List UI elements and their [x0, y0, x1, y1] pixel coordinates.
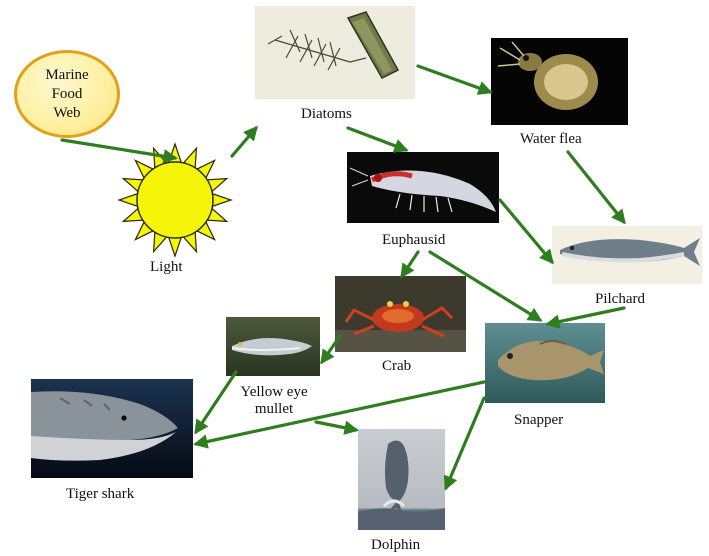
- arrow-euphausid-to-pilchard: [500, 200, 552, 262]
- water-flea-image: [491, 38, 628, 125]
- arrow-diatoms-to-water-flea: [418, 66, 490, 92]
- label-light: Light: [150, 259, 183, 276]
- label-tiger-shark: Tiger shark: [66, 486, 134, 503]
- label-yellow-eye-mullet-line-2: mullet: [228, 401, 320, 418]
- sun-icon: [119, 144, 231, 256]
- snapper-image: [485, 323, 605, 403]
- tiger-shark-image: [31, 379, 193, 478]
- label-yellow-eye-mullet-line-1: Yellow eye: [228, 384, 320, 401]
- label-dolphin: Dolphin: [371, 537, 420, 554]
- diatoms-image: [255, 6, 415, 99]
- arrow-snapper-to-dolphin: [446, 398, 484, 488]
- pilchard-image: [552, 226, 702, 284]
- arrow-euphausid-to-crab: [402, 252, 418, 276]
- euphausid-image: [347, 152, 499, 223]
- title-line-3: Web: [53, 104, 80, 123]
- label-water-flea: Water flea: [520, 131, 582, 148]
- yellow-eye-mullet-image: [226, 317, 320, 376]
- arrow-mullet-to-dolphin: [316, 422, 356, 430]
- arrow-title-to-light: [62, 140, 175, 158]
- label-euphausid: Euphausid: [382, 232, 445, 249]
- label-diatoms: Diatoms: [301, 106, 352, 123]
- label-pilchard: Pilchard: [595, 291, 645, 308]
- arrow-pilchard-to-snapper: [548, 308, 624, 324]
- title-line-2: Food: [52, 85, 83, 104]
- arrow-water-flea-to-pilchard: [568, 152, 624, 222]
- dolphin-image: [358, 429, 445, 530]
- title-oval: Marine Food Web: [14, 50, 120, 138]
- title-line-1: Marine: [45, 66, 88, 85]
- arrow-light-to-diatoms: [232, 128, 256, 156]
- crab-image: [335, 276, 466, 352]
- label-yellow-eye-mullet: Yellow eye mullet: [228, 384, 320, 418]
- label-snapper: Snapper: [514, 412, 563, 429]
- label-crab: Crab: [382, 358, 411, 375]
- arrow-diatoms-to-euphausid: [348, 128, 406, 150]
